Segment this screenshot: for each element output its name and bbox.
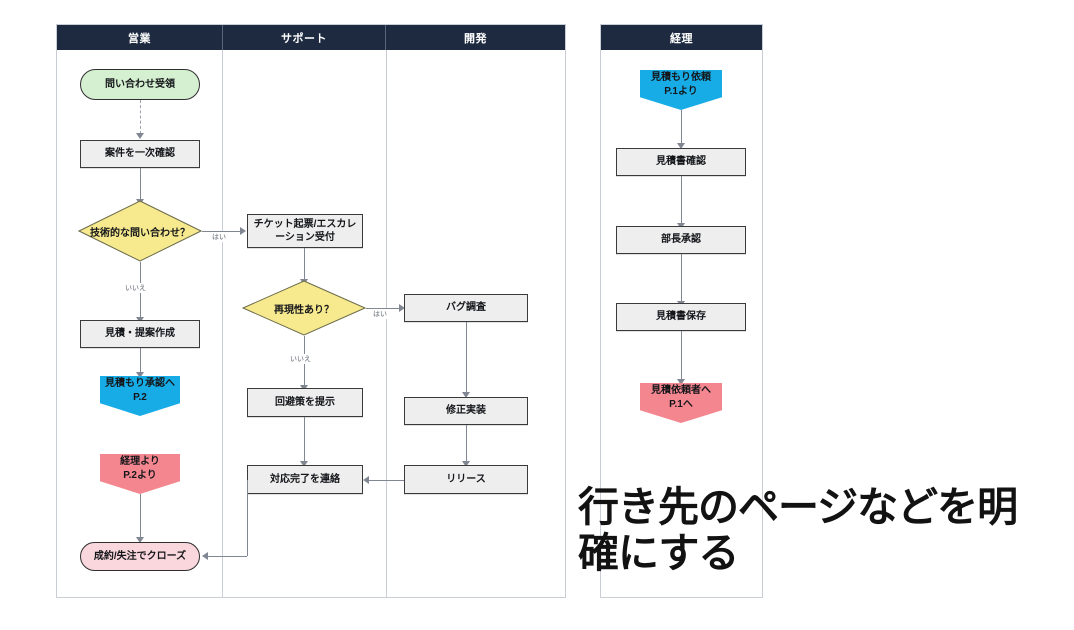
edge-release-to-notify (367, 480, 404, 481)
diamond-shape-tech (78, 200, 202, 262)
node-tech-question[interactable]: 技術的な問い合わせ？ (78, 200, 202, 262)
lane-label-dev: 開発 (464, 32, 487, 45)
node-to-approval-text: 見積もり承認へ P.2 (105, 377, 175, 416)
node-fix-impl[interactable]: 修正実装 (404, 397, 528, 425)
edge-workaround-to-notify (304, 417, 305, 463)
edge-approve-to-save (681, 254, 682, 303)
node-to-approval-label: 見積もり承認へ (105, 377, 175, 389)
arrowhead-bug-to-fix (462, 392, 470, 398)
edge-label-techq-yes: はい (211, 232, 227, 242)
diamond-shape-repro (242, 280, 366, 336)
edge-techq-yes (202, 231, 242, 232)
node-first-check[interactable]: 案件を一次確認 (80, 140, 200, 168)
edge-ticket-to-repro (304, 248, 305, 281)
arrowhead-fromaccounting-to-close (136, 537, 144, 543)
lane-header-accounting: 経理 (601, 25, 762, 50)
node-quote-request-sub: P.1より (664, 86, 698, 97)
node-first-check-label: 案件を一次確認 (105, 148, 175, 160)
edge-label-repro-yes: はい (372, 309, 388, 319)
edge-notify-to-close-h (206, 556, 247, 557)
node-workaround-label: 回避策を提示 (275, 396, 335, 408)
node-to-requester-sub: P.1へ (669, 399, 693, 410)
node-proposal[interactable]: 見積・提案作成 (80, 320, 200, 348)
lane-header-dev: 開発 (386, 25, 565, 50)
edge-firstcheck-to-techq (140, 168, 141, 201)
node-quote-request-text: 見積もり依頼 P.1より (651, 71, 711, 110)
edge-proposal-to-approval (140, 348, 141, 374)
edge-fix-to-release (466, 425, 467, 463)
node-workaround[interactable]: 回避策を提示 (247, 388, 363, 417)
node-proposal-label: 見積・提案作成 (105, 328, 175, 340)
node-from-accounting-label: 経理より (120, 455, 160, 467)
node-bug-invest-label: バグ調査 (446, 302, 486, 314)
edge-save-to-requester (681, 331, 682, 381)
lane-label-sales: 営業 (128, 32, 151, 45)
arrowhead-quoterequest-to-check (677, 143, 685, 149)
edge-quoterequest-to-check (681, 110, 682, 145)
arrowhead-save-to-requester (677, 379, 685, 385)
lane-label-support: サポート (281, 32, 327, 45)
node-to-requester-label: 見積依頼者へ (651, 384, 711, 396)
node-tech-question-label: 技術的な問い合わせ？ (90, 227, 190, 239)
node-close-label: 成約/失注でクローズ (93, 550, 187, 562)
node-mgr-approve[interactable]: 部長承認 (616, 226, 746, 254)
node-fix-impl-label: 修正実装 (446, 405, 486, 417)
arrowhead-proposal-to-approval (136, 372, 144, 378)
node-inquiry[interactable]: 問い合わせ受領 (80, 69, 200, 100)
node-from-accounting-sub: P.2より (123, 470, 157, 481)
node-quote-save[interactable]: 見積書保存 (616, 303, 746, 331)
edge-check-to-approve (681, 176, 682, 225)
node-quote-check[interactable]: 見積書確認 (616, 148, 746, 176)
lane-header-support: サポート (223, 25, 386, 50)
node-close[interactable]: 成約/失注でクローズ (80, 542, 200, 571)
edge-bug-to-fix (466, 322, 467, 394)
edge-inquiry-to-firstcheck (140, 100, 141, 134)
arrowhead-techq-yes (240, 227, 246, 235)
edge-fromaccounting-to-close (140, 494, 141, 539)
annotation-text: 行き先のページなどを明確にする (578, 483, 1018, 577)
arrowhead-repro-yes (399, 304, 405, 312)
edge-label-repro-no: いいえ (289, 354, 312, 364)
node-to-requester-text: 見積依頼者へ P.1へ (651, 384, 711, 423)
node-mgr-approve-label: 部長承認 (661, 234, 701, 246)
lane-divider-1 (222, 50, 223, 598)
node-bug-invest[interactable]: バグ調査 (404, 294, 528, 322)
edge-repro-yes (366, 308, 401, 309)
node-notify-done-label: 対応完了を連絡 (270, 473, 340, 485)
arrowhead-notify-to-close (202, 552, 208, 560)
arrowhead-inquiry-to-firstcheck (136, 133, 144, 139)
node-reproduce[interactable]: 再現性あり？ (242, 280, 366, 336)
arrowhead-fix-to-release (462, 461, 470, 467)
edge-notify-to-close-v (247, 480, 248, 556)
node-quote-check-label: 見積書確認 (656, 156, 706, 168)
node-inquiry-label: 問い合わせ受領 (105, 78, 175, 90)
node-ticket-label: チケット起票/エスカレーション受付 (253, 218, 357, 244)
node-quote-save-label: 見積書保存 (656, 311, 706, 323)
arrowhead-release-to-notify (363, 476, 369, 484)
node-from-accounting-text: 経理より P.2より (120, 455, 160, 494)
node-quote-request-label: 見積もり依頼 (651, 71, 711, 83)
node-release[interactable]: リリース (404, 465, 528, 494)
node-notify-done[interactable]: 対応完了を連絡 (247, 465, 363, 494)
lane-label-accounting: 経理 (670, 32, 693, 45)
edge-label-techq-no: いいえ (124, 283, 147, 293)
lane-divider-2 (386, 50, 387, 598)
node-reproduce-label: 再現性あり？ (274, 304, 334, 316)
node-to-approval-sub: P.2 (133, 392, 147, 403)
arrowhead-workaround-to-notify (300, 461, 308, 467)
node-release-label: リリース (446, 473, 486, 485)
node-ticket[interactable]: チケット起票/エスカレーション受付 (247, 214, 363, 248)
lane-header-sales: 営業 (57, 25, 223, 50)
